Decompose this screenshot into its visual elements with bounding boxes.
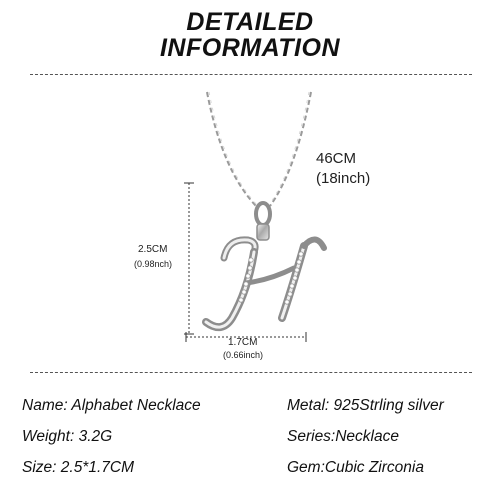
- top-divider: [30, 74, 472, 75]
- heading-line-2: INFORMATION: [159, 34, 340, 62]
- spec-weight: Weight: 3.2G: [22, 428, 113, 445]
- pendant-width-cm: 1.7CM: [228, 337, 258, 348]
- pendant-height-cm: 2.5CM: [138, 244, 168, 255]
- chain-icon: [206, 91, 312, 207]
- chain-length-cm: 46CM: [316, 150, 357, 167]
- spec-metal: Metal: 925Strling silver: [287, 397, 444, 414]
- spec-size: Size: 2.5*1.7CM: [22, 459, 134, 476]
- pendant-width-inch: (0.66inch): [223, 350, 264, 360]
- bottom-divider: [30, 372, 472, 373]
- spec-series: Series:Necklace: [287, 428, 399, 445]
- letter-h-pendant-icon: [202, 236, 327, 332]
- heading-line-1: DETAILED: [186, 8, 314, 36]
- spec-gem: Gem:Cubic Zirconia: [287, 459, 424, 476]
- width-dimension-line: [185, 332, 307, 342]
- chain-length-inch: (18inch): [316, 170, 371, 187]
- bail-icon: [254, 201, 272, 241]
- height-dimension-line: [184, 182, 194, 335]
- spec-name: Name: Alphabet Necklace: [22, 397, 201, 414]
- pendant-height-inch: (0.98nch): [134, 259, 173, 269]
